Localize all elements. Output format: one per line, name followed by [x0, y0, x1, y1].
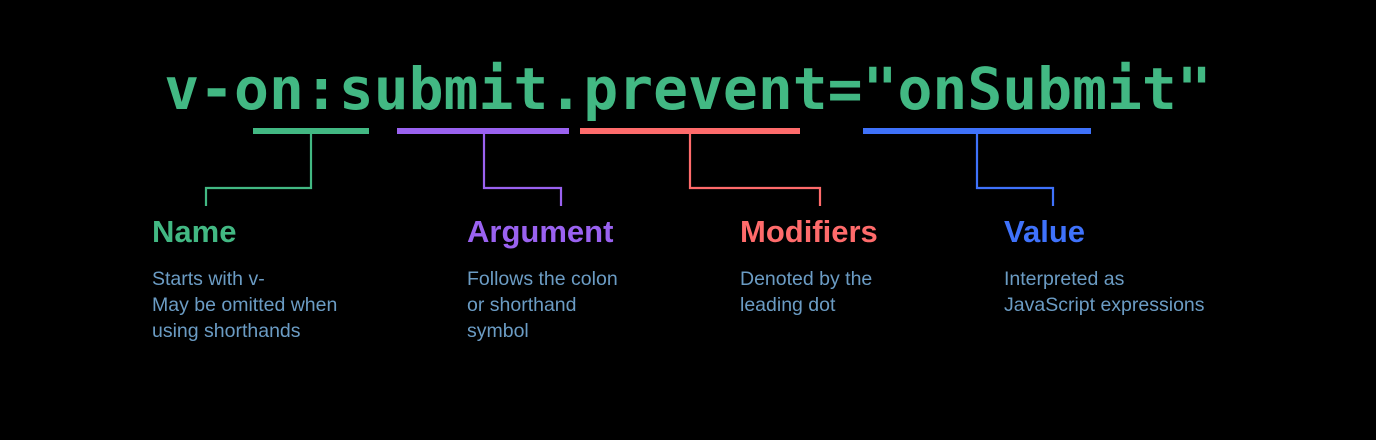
annotation-description-argument: Follows the colon or shorthand symbol: [467, 268, 618, 342]
elbow-line-modifiers: [688, 134, 822, 206]
annotation-group-name: Name Starts with v- May be omitted when …: [152, 214, 442, 344]
elbow-line-name: [204, 134, 313, 206]
elbow-line-argument: [482, 134, 563, 206]
annotation-description-name: Starts with v- May be omitted when using…: [152, 268, 338, 342]
underline-bar-argument: [397, 128, 569, 134]
underline-bar-name: [253, 128, 369, 134]
annotation-title-modifiers: Modifiers: [740, 214, 878, 249]
elbow-line-value: [975, 134, 1055, 206]
connector-name: [204, 128, 369, 206]
annotation-group-value: Value Interpreted as JavaScript expressi…: [1004, 214, 1324, 318]
annotation-title-argument: Argument: [467, 214, 614, 249]
connector-modifiers: [580, 128, 822, 206]
code-expression: v-on:submit.prevent="onSubmit": [164, 55, 1212, 123]
annotation-title-value: Value: [1004, 214, 1085, 249]
annotation-group-argument: Argument Follows the colon or shorthand …: [467, 214, 717, 344]
underline-bar-modifiers: [580, 128, 800, 134]
annotation-title-name: Name: [152, 214, 237, 249]
underline-bar-value: [863, 128, 1091, 134]
annotation-description-modifiers: Denoted by the leading dot: [740, 268, 873, 316]
connector-value: [863, 128, 1091, 206]
annotation-group-modifiers: Modifiers Denoted by the leading dot: [740, 214, 990, 318]
connector-argument: [397, 128, 569, 206]
annotation-description-value: Interpreted as JavaScript expressions: [1004, 268, 1205, 316]
